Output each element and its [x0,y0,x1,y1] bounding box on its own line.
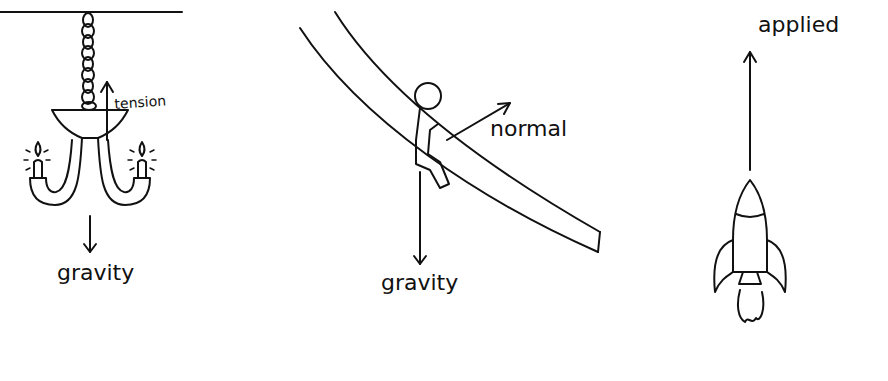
chandelier-bowl [52,110,128,138]
slide-figure [300,12,600,264]
candle-glow [128,150,156,170]
gravity-arrow [419,172,421,264]
candle [138,160,146,178]
candle-flame [140,142,145,156]
force-label: normal [490,118,567,140]
arrow-head [498,103,510,114]
chandelier-arm [30,138,82,205]
force-label: applied [758,14,839,36]
chandelier-figure [0,12,182,252]
arrow-head [101,82,113,92]
rocket-figure [714,52,786,322]
force-label: gravity [57,262,134,284]
rocket-flame [738,290,763,322]
arrow-head [744,52,756,62]
rocket-nose-line [736,214,764,217]
slide-edge [300,28,598,252]
rocket-nozzle [739,272,761,284]
rocket-fin [767,240,786,292]
candle-flame [36,142,41,156]
rocket-fin [714,240,733,292]
applied-arrow [749,52,751,170]
chain-link [82,102,96,110]
arrow-head [84,244,96,252]
gravity-arrow [89,216,91,252]
tension-arrow [106,82,108,140]
force-label: tension [114,93,166,111]
candle [34,160,42,178]
force-label: gravity [381,272,458,294]
candle-glow [24,150,50,170]
ceiling-line [0,11,182,13]
slide-edge [335,12,600,232]
rocket-body [733,180,767,272]
arrow-head [414,256,426,264]
chandelier-arm [98,138,150,205]
slide-end [598,232,600,252]
person-head [415,83,441,109]
